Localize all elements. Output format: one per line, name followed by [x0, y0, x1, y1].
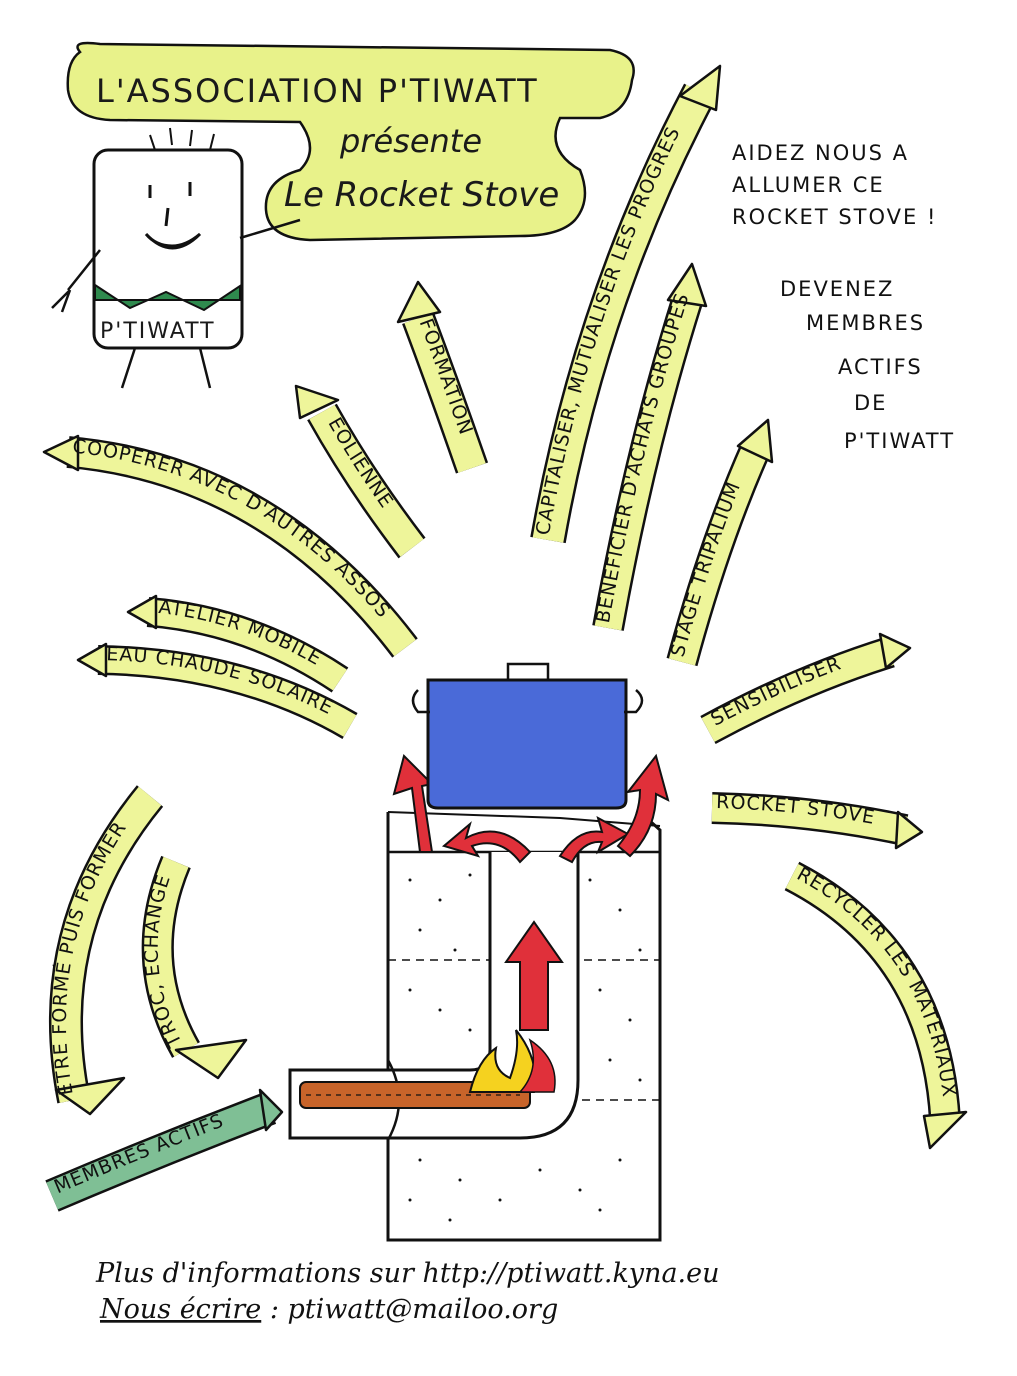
mascot-shirt: [94, 283, 241, 312]
arrowhead-formation-icon: [396, 280, 442, 324]
side-text-line-4: DEVENEZ: [780, 277, 894, 301]
arrow-heads: [42, 64, 968, 1150]
footer-contact-prefix: Nous écrire: [99, 1294, 261, 1325]
heat-arrow-right-icon: [558, 816, 631, 864]
arrowhead-atelier-icon: [126, 594, 158, 630]
title-line-3: Le Rocket Stove: [284, 175, 559, 215]
heat-arrow-outer-right-icon: [616, 753, 670, 858]
footer-info-line: Plus d'informations sur http://ptiwatt.k…: [95, 1258, 720, 1289]
arrowhead-etre-forme-icon: [54, 1076, 126, 1116]
arrowhead-beneficier-icon: [666, 262, 708, 308]
footer-contact-line: Nous écrire : ptiwatt@mailoo.org: [99, 1294, 558, 1325]
arrowhead-recycler-icon: [922, 1110, 968, 1150]
arrowhead-troc-icon: [174, 1038, 248, 1080]
arrowhead-cooperer-icon: [42, 434, 80, 472]
footer-contact-email: : ptiwatt@mailoo.org: [261, 1294, 558, 1325]
side-text-line-8: P'TIWATT: [844, 429, 955, 453]
heat-arrow-left-icon: [441, 821, 532, 864]
arrowhead-rocket-icon: [894, 810, 924, 850]
heat-arrow-outer-left-icon: [392, 754, 435, 853]
side-text-line-3: ROCKET STOVE !: [732, 205, 937, 229]
side-text-line-2: ALLUMER CE: [732, 173, 885, 197]
fire-icon: [468, 1029, 537, 1093]
flame-up-arrow-icon: [504, 920, 564, 1031]
pot-icon: [426, 678, 628, 810]
title-bubble: [66, 41, 635, 242]
mascot-ptiwatt: P'TIWATT: [51, 127, 301, 389]
arrowhead-eau-icon: [76, 642, 108, 678]
mascot-label: P'TIWATT: [100, 319, 216, 344]
title-line-1: L'ASSOCIATION P'TIWATT: [96, 72, 539, 110]
arrowhead-eolienne-icon: [294, 384, 340, 420]
title-line-2: présente: [339, 122, 482, 160]
arrowhead-stage-icon: [736, 418, 774, 464]
side-text-line-5: MEMBRES: [806, 311, 925, 335]
arrowhead-sensibiliser-icon: [878, 632, 912, 670]
mascot-smile-icon: [144, 232, 202, 250]
rocket-stove-drawing: [288, 662, 670, 1242]
side-text-line-6: ACTIFS: [838, 355, 923, 379]
side-text-line-7: DE: [854, 391, 887, 415]
arrow-label-membres: MEMBRES ACTIFS: [51, 1109, 227, 1198]
arrowhead-membres-icon: [258, 1088, 284, 1132]
arrowhead-capitaliser-icon: [678, 64, 722, 112]
side-text-line-1: AIDEZ NOUS A: [732, 141, 909, 165]
